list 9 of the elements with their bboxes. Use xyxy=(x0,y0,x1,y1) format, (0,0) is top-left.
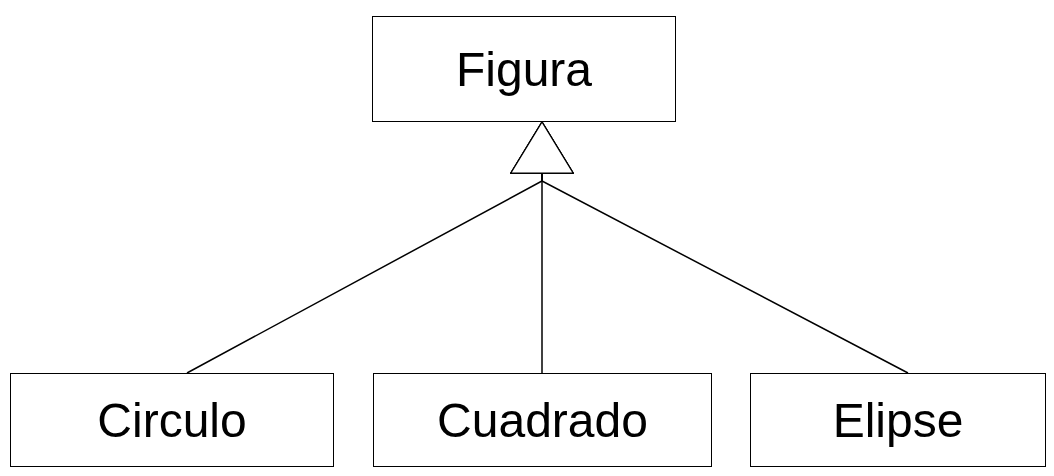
class-box xyxy=(10,373,334,467)
class-box xyxy=(750,373,1046,467)
inheritance-arrow xyxy=(510,121,909,374)
class-name: Figura xyxy=(455,41,593,97)
class-box xyxy=(372,16,676,122)
class-name: Cuadrado xyxy=(437,392,648,448)
class-name: Elipse xyxy=(832,392,964,448)
class-name: Circulo xyxy=(97,392,247,448)
class-box xyxy=(373,373,712,467)
